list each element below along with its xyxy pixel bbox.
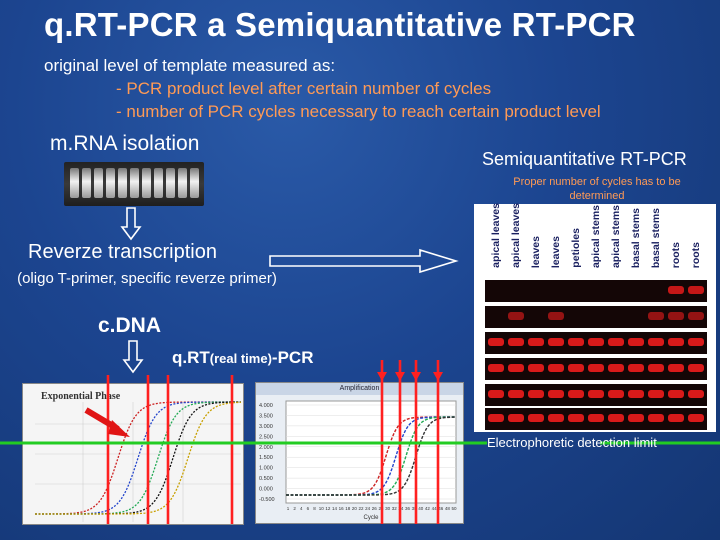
- small-down-arrows: [377, 372, 443, 381]
- small-down-arrow-icon: [411, 372, 421, 381]
- small-down-arrow-icon: [433, 372, 443, 381]
- small-down-arrow-icon: [377, 372, 387, 381]
- detection-limit-label: Electrophoretic detection limit: [487, 435, 657, 450]
- small-down-arrow-icon: [395, 372, 405, 381]
